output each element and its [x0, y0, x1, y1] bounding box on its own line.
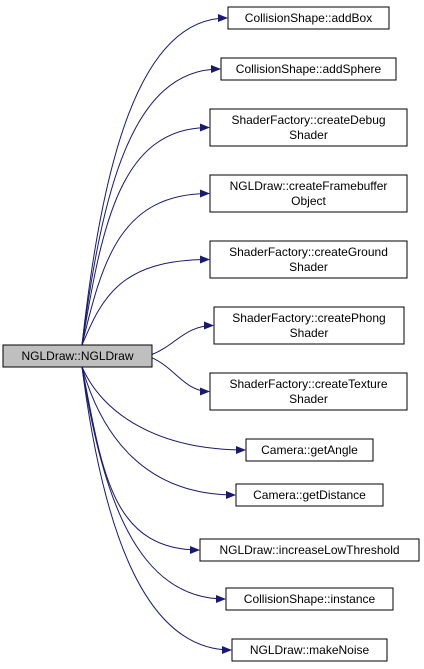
callee-node-box	[227, 6, 390, 30]
callee-node-label: Shader	[289, 392, 328, 406]
callee-node-label: Shader	[289, 128, 328, 142]
callee-node-label: ShaderFactory::createDebug	[231, 113, 385, 127]
callee-node-label: Shader	[289, 260, 328, 274]
callee-node-9[interactable]: Camera::getDistance	[235, 483, 384, 507]
call-edge-5	[81, 255, 210, 346]
callee-node-label: Camera::getAngle	[261, 443, 358, 457]
callee-node-box	[213, 306, 405, 345]
callee-node-box	[209, 108, 408, 147]
call-edge-12	[81, 366, 232, 654]
callee-nodes-group: CollisionShape::addBoxCollisionShape::ad…	[199, 6, 420, 662]
callee-node-label: NGLDraw::createFramebuffer	[230, 179, 388, 193]
call-edge-3	[81, 123, 210, 346]
callee-node-box	[231, 638, 388, 662]
root-node-ngldraw[interactable]: NGLDraw::NGLDraw	[2, 344, 153, 368]
root-node-box	[2, 344, 153, 368]
callee-node-box	[220, 57, 397, 81]
callee-node-box	[209, 372, 408, 411]
callee-node-label: NGLDraw::makeNoise	[250, 643, 370, 657]
callee-node-10[interactable]: NGLDraw::increaseLowThreshold	[199, 538, 420, 562]
callee-node-label: ShaderFactory::createTexture	[229, 377, 387, 391]
edges-group	[81, 14, 246, 654]
callee-node-12[interactable]: NGLDraw::makeNoise	[231, 638, 388, 662]
call-edge-6	[151, 321, 214, 355]
callee-node-2[interactable]: CollisionShape::addSphere	[220, 57, 397, 81]
callee-node-box	[225, 587, 394, 611]
call-edge-4	[81, 189, 210, 346]
call-edge-2	[81, 65, 221, 346]
call-edge-10	[81, 366, 200, 554]
call-edge-1	[81, 14, 228, 346]
call-edge-11	[81, 366, 226, 603]
callee-node-box	[209, 240, 408, 279]
callee-node-label: CollisionShape::instance	[244, 592, 376, 606]
callee-node-label: Object	[291, 194, 326, 208]
callee-node-label: CollisionShape::addSphere	[236, 62, 382, 76]
callee-node-label: Shader	[290, 326, 329, 340]
call-edge-9	[81, 366, 236, 499]
callee-node-1[interactable]: CollisionShape::addBox	[227, 6, 390, 30]
callee-node-box	[199, 538, 420, 562]
callee-node-box	[245, 438, 374, 462]
callee-node-box	[235, 483, 384, 507]
callee-node-label: ShaderFactory::createGround	[229, 245, 388, 259]
call-edge-7	[151, 357, 210, 396]
callee-node-8[interactable]: Camera::getAngle	[245, 438, 374, 462]
callee-node-box	[209, 174, 408, 213]
root-node-label: NGLDraw::NGLDraw	[21, 349, 133, 363]
callee-node-11[interactable]: CollisionShape::instance	[225, 587, 394, 611]
callee-node-label: ShaderFactory::createPhong	[232, 311, 385, 325]
callee-node-label: NGLDraw::increaseLowThreshold	[219, 543, 399, 557]
callee-node-label: Camera::getDistance	[253, 488, 366, 502]
callee-node-label: CollisionShape::addBox	[245, 11, 372, 25]
call-edge-8	[81, 366, 246, 454]
